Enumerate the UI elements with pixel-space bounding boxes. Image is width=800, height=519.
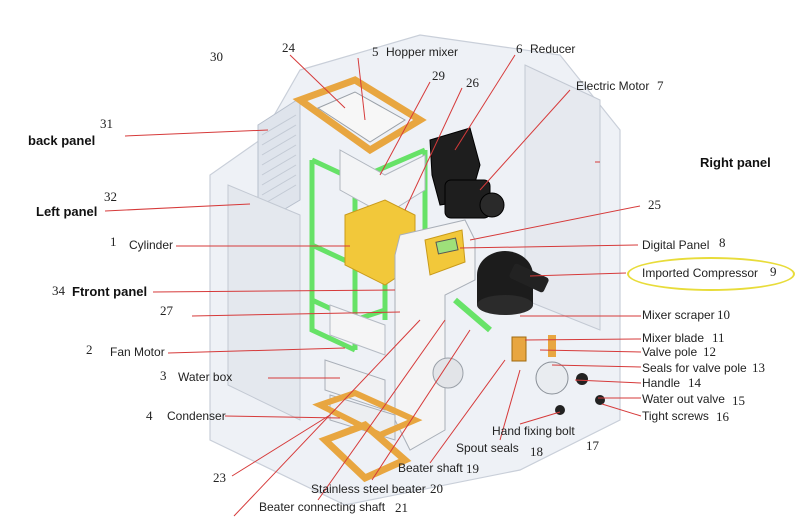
- num-32: 32: [104, 189, 117, 204]
- highlight-oval: [627, 257, 795, 291]
- label-seals-valve-pole: Seals for valve pole: [642, 361, 747, 375]
- valve-parts: [511, 335, 605, 415]
- label-handle: Handle: [642, 376, 681, 390]
- label-right-panel: Right panel: [700, 155, 771, 170]
- num-9: 9: [770, 264, 777, 279]
- num-14: 14: [688, 375, 701, 390]
- num-23: 23: [213, 470, 226, 485]
- num-18: 18: [530, 444, 543, 459]
- reducer-motor: [429, 127, 505, 219]
- num-30: 30: [210, 49, 223, 64]
- num-17: 17: [586, 438, 599, 453]
- num-11: 11: [712, 330, 725, 345]
- leader-lines: [104, 54, 642, 517]
- spout-ring: [432, 357, 464, 389]
- beater-parts: [453, 297, 492, 333]
- back-panel-shape: [257, 97, 301, 226]
- left-panel-shape: [227, 184, 301, 421]
- label-front-panel: Ftront panel: [72, 284, 148, 299]
- label-spout-seals: Spout seals: [456, 441, 519, 455]
- num-31: 31: [100, 116, 113, 131]
- num-10: 10: [717, 307, 730, 322]
- num-26: 26: [466, 75, 479, 90]
- label-water-out-valve: Water out valve: [642, 392, 725, 406]
- label-left-panel: Left panel: [36, 204, 98, 219]
- label-valve-pole: Valve pole: [642, 345, 698, 359]
- num-20: 20: [430, 481, 443, 496]
- num-2: 2: [86, 342, 93, 357]
- num-8: 8: [719, 235, 726, 250]
- compressor-shape: [477, 251, 549, 315]
- label-back-panel: back panel: [28, 133, 96, 148]
- num-5: 5: [372, 44, 379, 59]
- hopper-tray: [292, 76, 427, 155]
- num-15: 15: [732, 393, 745, 408]
- num-1: 1: [110, 234, 117, 249]
- lower-assembly: [312, 304, 423, 483]
- num-13: 13: [752, 360, 765, 375]
- label-electric-motor: Electric Motor: [576, 79, 650, 93]
- num-4: 4: [146, 408, 153, 423]
- label-tight-screws: Tight screws: [642, 409, 709, 423]
- num-12: 12: [703, 344, 716, 359]
- num-34: 34: [52, 283, 65, 298]
- num-29: 29: [432, 68, 445, 83]
- label-imported-compressor: Imported Compressor: [642, 266, 759, 280]
- num-19: 19: [466, 461, 479, 476]
- label-reducer: Reducer: [530, 42, 576, 56]
- label-stainless-steel-beater: Stainless steel beater: [311, 482, 426, 496]
- hopper-body: [339, 149, 426, 216]
- num-25: 25: [648, 197, 661, 212]
- num-6: 6: [516, 41, 523, 56]
- label-hand-fixing-bolt: Hand fixing bolt: [492, 424, 575, 438]
- label-mixer-scraper: Mixer scraper: [642, 308, 715, 322]
- hopper-bowl: [316, 91, 406, 143]
- num-27: 27: [160, 303, 173, 318]
- num-7: 7: [657, 78, 664, 93]
- num-16: 16: [716, 409, 729, 424]
- label-condenser: Condenser: [167, 409, 226, 423]
- label-hopper-mixer: Hopper mixer: [386, 45, 459, 59]
- label-beater-shaft: Beater shaft: [398, 461, 463, 475]
- right-panel-shape: [524, 64, 601, 331]
- label-mixer-blade: Mixer blade: [642, 331, 705, 345]
- label-water-box: Water box: [178, 370, 233, 384]
- num-24: 24: [282, 40, 295, 55]
- num-3: 3: [160, 368, 167, 383]
- label-digital-panel: Digital Panel: [642, 238, 710, 252]
- label-fan-motor: Fan Motor: [110, 345, 165, 359]
- label-cylinder: Cylinder: [129, 238, 174, 252]
- digital-screen: [435, 237, 459, 255]
- num-21: 21: [395, 500, 408, 515]
- label-beater-connecting-shaft: Beater connecting shaft: [259, 500, 386, 514]
